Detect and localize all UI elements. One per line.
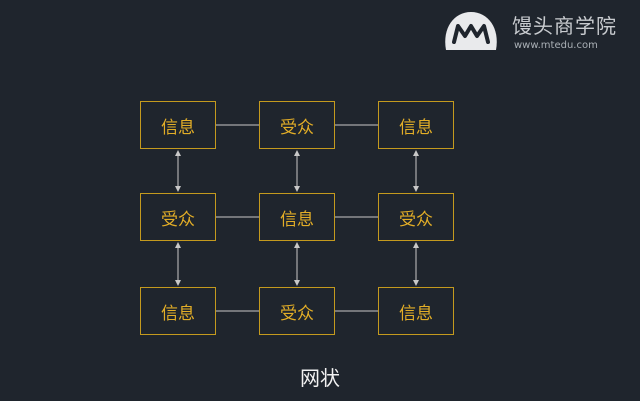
diagram-node-2-3: 受众 [378, 193, 454, 241]
mantou-logo-icon [445, 12, 497, 50]
diagram-node-2-2: 信息 [259, 193, 335, 241]
diagram-node-1-2: 受众 [259, 101, 335, 149]
diagram-caption: 网状 [300, 366, 340, 390]
brand-logo: 馒头商学院 www.mtedu.com [440, 6, 635, 56]
diagram-node-3-3: 信息 [378, 287, 454, 335]
diagram-node-3-1: 信息 [140, 287, 216, 335]
diagram-node-3-2: 受众 [259, 287, 335, 335]
diagram-node-1-1: 信息 [140, 101, 216, 149]
diagram-node-2-1: 受众 [140, 193, 216, 241]
brand-url: www.mtedu.com [514, 40, 598, 51]
diagram-node-1-3: 信息 [378, 101, 454, 149]
brand-name: 馒头商学院 [512, 14, 617, 38]
